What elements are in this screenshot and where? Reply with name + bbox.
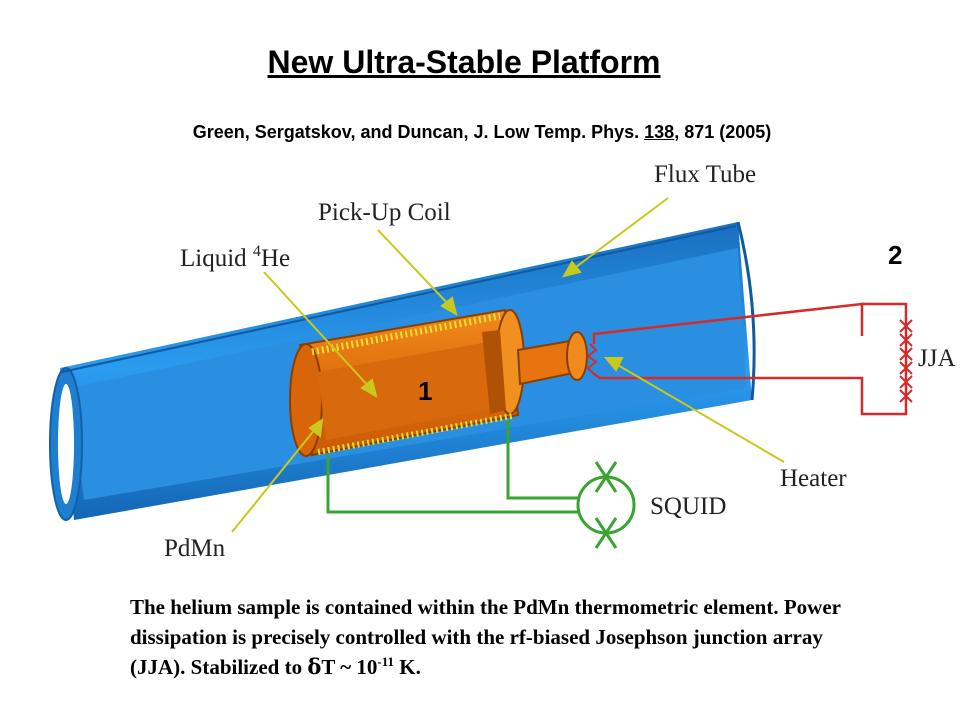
josephson-junction-array — [899, 319, 913, 403]
caption-exponent: -11 — [377, 654, 395, 669]
label-heater: Heater — [780, 465, 847, 492]
squid-loop — [576, 475, 636, 535]
pickup-coil — [311, 312, 513, 455]
label-pickup-coil: Pick-Up Coil — [318, 199, 451, 226]
slide-title: New Ultra-Stable Platform — [267, 44, 661, 80]
citation: Green, Sergatskov, and Duncan, J. Low Te… — [0, 122, 960, 143]
jja-circuit — [586, 302, 913, 416]
label-pdmn: PdMn — [164, 535, 226, 562]
caption-after-delta: T ~ 10 — [321, 655, 378, 679]
citation-rest: , 871 (2005) — [674, 122, 772, 142]
leader-lines — [231, 197, 785, 533]
caption-main: The helium sample is contained within th… — [130, 595, 841, 679]
citation-authors: Green, Sergatskov, and Duncan, J. Low Te… — [192, 122, 645, 142]
marker-2: 2 — [888, 240, 902, 270]
caption-tail: K. — [394, 655, 421, 679]
caption-delta: δ — [307, 654, 322, 679]
label-squid: SQUID — [650, 493, 726, 520]
citation-volume: 138 — [644, 122, 675, 142]
caption-text: The helium sample is contained within th… — [130, 592, 870, 682]
label-flux-tube: Flux Tube — [654, 161, 756, 188]
thermometric-cell — [289, 308, 588, 457]
label-liquid-he: Liquid 4He — [180, 243, 290, 272]
marker-1: 1 — [418, 376, 432, 406]
label-jja: JJA — [918, 345, 956, 372]
squid-circuit — [326, 420, 636, 549]
